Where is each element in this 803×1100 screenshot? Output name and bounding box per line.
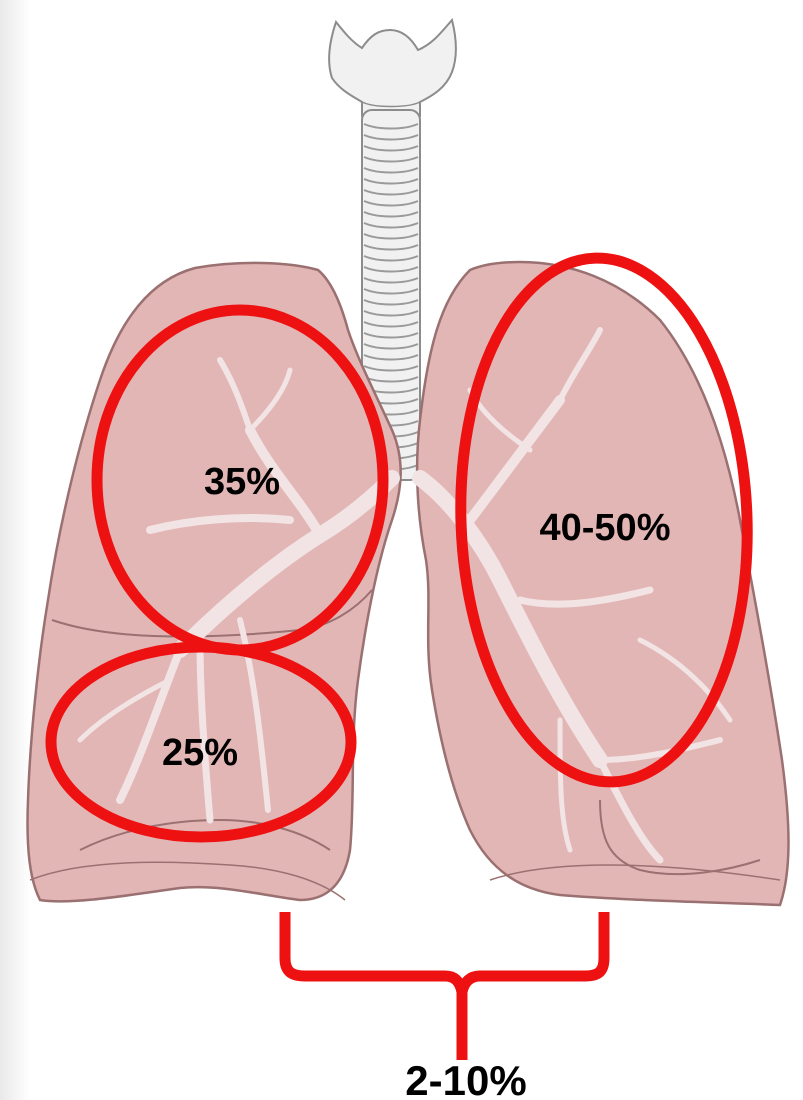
- right-lower-lobe-label: 25%: [162, 732, 238, 774]
- left-lung: [417, 262, 788, 905]
- right-upper-lobe-label: 35%: [204, 461, 280, 503]
- lower-bases-bracket: [285, 912, 604, 1060]
- larynx: [329, 20, 456, 116]
- left-lung-label: 40-50%: [540, 507, 671, 549]
- lower-bases-label: 2-10%: [405, 1057, 526, 1100]
